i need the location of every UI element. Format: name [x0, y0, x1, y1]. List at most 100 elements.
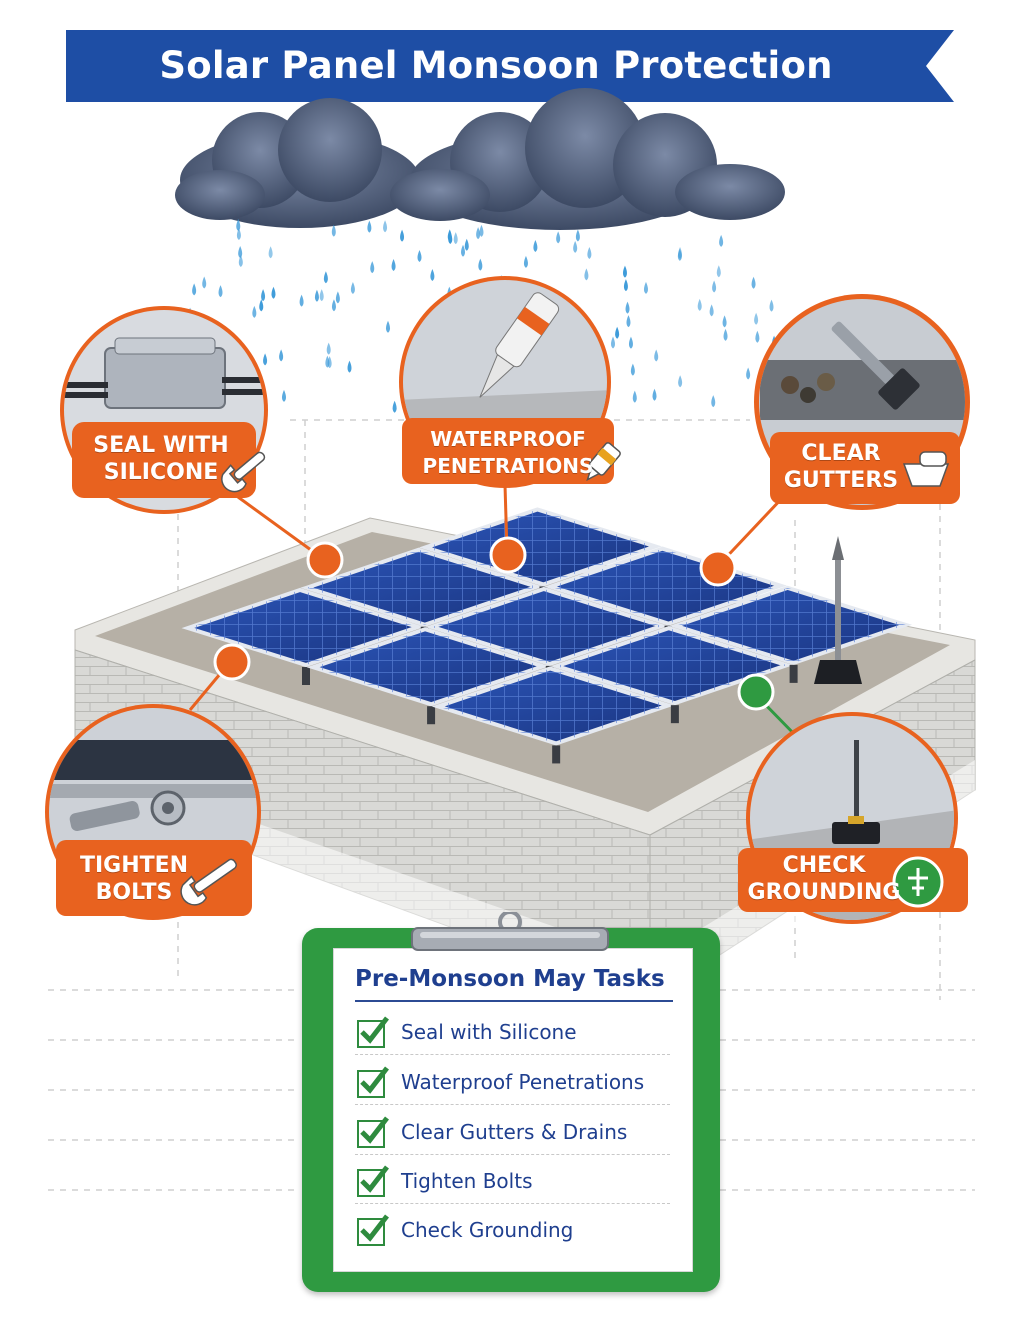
- raindrop: [611, 336, 616, 349]
- raindrop: [252, 305, 257, 318]
- raindrop: [626, 315, 631, 328]
- raindrop: [461, 244, 466, 257]
- raindrop: [271, 286, 276, 299]
- raindrop: [367, 220, 372, 233]
- callout-label-clear-gutters: CLEAR GUTTERS: [776, 440, 906, 494]
- raindrop: [314, 289, 319, 302]
- raindrop: [347, 360, 352, 373]
- raindrop: [523, 255, 528, 268]
- checkbox-checked[interactable]: [357, 1016, 389, 1048]
- checklist-item[interactable]: Tighten Bolts: [355, 1163, 670, 1204]
- raindrop: [754, 312, 759, 325]
- checklist-item-label: Check Grounding: [401, 1218, 574, 1242]
- callout-seal-with-silicone: [60, 306, 268, 514]
- raindrop: [218, 285, 223, 298]
- raindrop: [654, 349, 659, 362]
- sealant-tube-icon: [586, 442, 621, 482]
- solar-panel-cells: [675, 587, 906, 663]
- raindrop: [678, 375, 683, 388]
- checkbox-checked[interactable]: [357, 1214, 389, 1246]
- wrench-icon: [180, 858, 237, 906]
- checklist-item-label: Clear Gutters & Drains: [401, 1120, 628, 1144]
- lightning-rod: [814, 536, 862, 684]
- raindrop: [575, 229, 580, 242]
- raindrop: [350, 282, 355, 295]
- callout-line: PENETRATIONS: [422, 454, 594, 478]
- raindrop: [331, 299, 336, 312]
- raindrop: [615, 326, 620, 339]
- raindrop: [391, 259, 396, 272]
- gutter-scoop-icon: [902, 451, 950, 487]
- raindrop: [478, 258, 483, 271]
- callout-line: GROUNDING: [747, 880, 901, 905]
- raindrop: [573, 240, 578, 253]
- raindrop: [697, 298, 702, 311]
- raindrop: [238, 254, 243, 267]
- raindrop: [476, 227, 481, 240]
- raindrop: [625, 301, 630, 314]
- checklist-item-label: Tighten Bolts: [401, 1169, 533, 1193]
- raindrop: [202, 276, 207, 289]
- solar-panel-cells: [431, 588, 662, 664]
- checklist-item[interactable]: Clear Gutters & Drains: [355, 1114, 670, 1155]
- raindrop: [430, 269, 435, 282]
- raindrop: [652, 388, 657, 401]
- raindrop: [268, 246, 273, 259]
- panel-mount: [552, 745, 561, 764]
- raindrop: [325, 355, 330, 368]
- checkmark-icon: [360, 1116, 389, 1144]
- solar-panel-cells: [550, 548, 781, 624]
- checklist-item-label: Seal with Silicone: [401, 1020, 577, 1044]
- raindrop: [623, 279, 628, 292]
- raindrop: [533, 240, 538, 253]
- raindrop: [711, 395, 716, 408]
- raindrop: [722, 315, 727, 328]
- raindrop: [279, 349, 284, 362]
- raindrop: [370, 261, 375, 274]
- raindrop: [556, 231, 561, 244]
- solar-panel-array: [181, 507, 913, 764]
- raindrop: [323, 271, 328, 284]
- checklist-item[interactable]: Check Grounding: [355, 1212, 670, 1252]
- callout-markers: [213, 536, 775, 711]
- grounding-badge-icon: [892, 856, 944, 908]
- checkbox-checked[interactable]: [357, 1116, 389, 1148]
- raindrop: [479, 224, 484, 237]
- raindrop: [261, 289, 266, 302]
- solar-panel-cells: [438, 668, 669, 744]
- raindrop: [383, 220, 388, 233]
- raindrop: [335, 291, 340, 304]
- raindrop: [392, 400, 397, 413]
- checkbox-checked[interactable]: [357, 1165, 389, 1197]
- checkmark-icon: [360, 1165, 389, 1193]
- callout-line: GUTTERS: [783, 468, 899, 493]
- raindrop: [331, 224, 336, 237]
- raindrop: [712, 280, 717, 293]
- checkmark-icon: [360, 1066, 389, 1094]
- checklist-item[interactable]: Waterproof Penetrations: [355, 1064, 670, 1105]
- raindrop: [447, 229, 452, 242]
- title-banner: Solar Panel Monsoon Protection Checklist: [66, 30, 954, 159]
- checklist-item[interactable]: Seal with Silicone: [355, 1014, 670, 1055]
- raindrop: [716, 265, 721, 278]
- checkmark-icon: [360, 1214, 389, 1242]
- callout-waterproof-penetrations: [399, 276, 614, 488]
- raindrop: [192, 283, 197, 296]
- panel-mount: [427, 706, 436, 725]
- callout-label-seal-with-silicone: SEAL WITH SILICONE: [86, 432, 236, 486]
- raindrop: [417, 249, 422, 262]
- checkbox-checked[interactable]: [357, 1066, 389, 1098]
- solar-panel-cells: [313, 629, 544, 705]
- raindrop: [236, 227, 241, 240]
- callout-line: CHECK: [782, 853, 866, 878]
- raindrop: [630, 363, 635, 376]
- raindrop: [400, 229, 405, 242]
- raindrop: [746, 367, 751, 380]
- callout-line: CLEAR: [801, 441, 881, 466]
- raindrop: [385, 320, 390, 333]
- checklist-item-label: Waterproof Penetrations: [401, 1070, 645, 1094]
- solar-panel-cells: [556, 628, 787, 704]
- raindrop: [238, 245, 243, 258]
- raindrop: [751, 276, 756, 289]
